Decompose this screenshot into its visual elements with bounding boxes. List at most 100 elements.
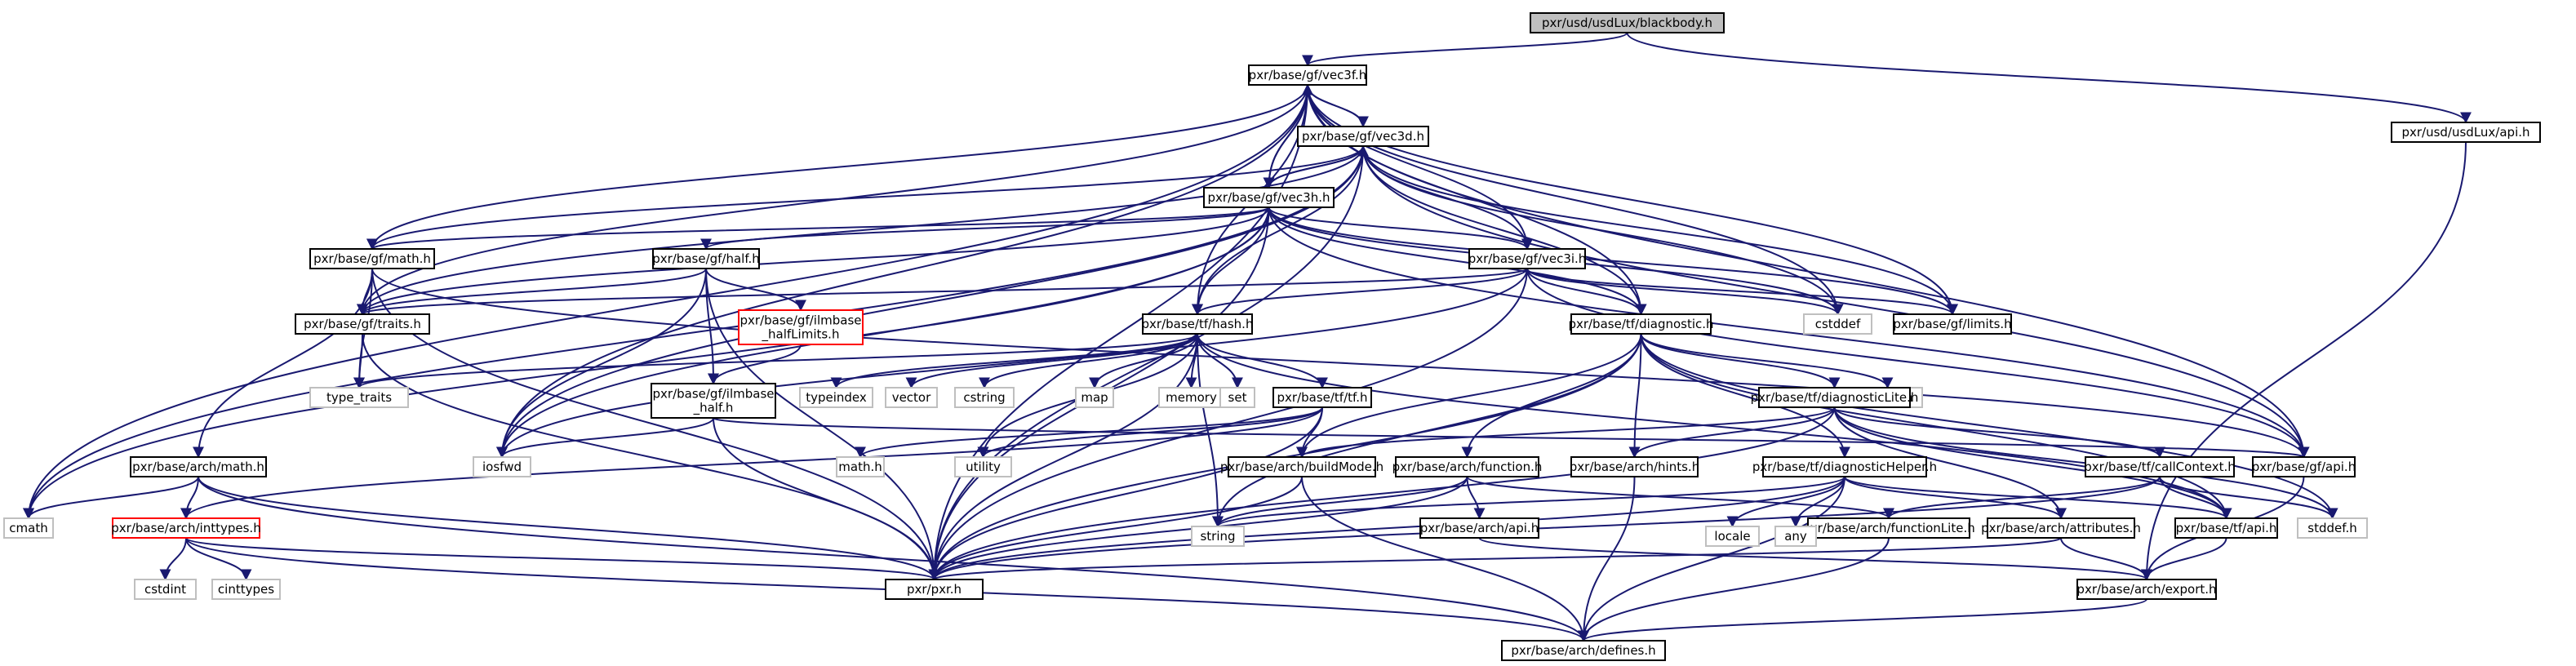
node-label: pxr/base/tf/api.h (2176, 521, 2277, 535)
edge-vec3f-to-cmath (23, 84, 1308, 520)
node-set: set (1219, 387, 1255, 408)
node-map: map (1075, 387, 1114, 408)
node-label: pxr/base/gf/half.h (652, 251, 760, 266)
node-label: iosfwd (482, 460, 522, 474)
node-usdluxapi[interactable]: pxr/usd/usdLux/api.h (2391, 122, 2541, 143)
node-cstdint: cstdint (134, 579, 197, 600)
node-export[interactable]: pxr/base/arch/export.h (2076, 579, 2217, 600)
edge-diaglite-to-hints (1628, 406, 1836, 459)
node-utility: utility (954, 456, 1012, 477)
node-box (954, 456, 1012, 477)
node-box (1248, 64, 1367, 86)
node-cinttypes: cinttypes (211, 579, 281, 600)
node-box (112, 517, 260, 539)
edge-diaghelper-to-attributes (1844, 476, 2067, 520)
node-ilmhalflimits[interactable]: pxr/base/gf/ilmbase_halfLimits.h (738, 309, 864, 345)
node-attributes[interactable]: pxr/base/arch/attributes.h (1981, 517, 2141, 539)
edge-diagnostic-to-diaglite (1640, 333, 1841, 389)
node-buildmode[interactable]: pxr/base/arch/buildMode.h (1220, 456, 1383, 477)
node-label: pxr/base/gf/traits.h (304, 317, 421, 331)
edge-ilmhalf-to-gfapi (713, 417, 2309, 459)
node-box (1774, 526, 1817, 547)
node-gfhalf[interactable]: pxr/base/gf/half.h (652, 248, 760, 269)
node-label: pxr/base/gf/api.h (2252, 460, 2356, 474)
edge-diaghelper-to-locale (1726, 476, 1845, 528)
node-tfhash[interactable]: pxr/base/tf/hash.h (1142, 313, 1254, 335)
edge-vec3i-to-traits (357, 268, 1528, 316)
node-cstddef: cstddef (1803, 313, 1872, 335)
node-cmath: cmath (3, 517, 54, 539)
node-gfapi[interactable]: pxr/base/gf/api.h (2252, 456, 2356, 477)
node-label: pxr/base/arch/export.h (2076, 582, 2216, 597)
node-label: cmath (9, 521, 47, 535)
node-vec3i[interactable]: pxr/base/gf/vec3i.h (1468, 248, 1587, 269)
edge-tftf-to-mathh (855, 406, 1323, 459)
node-archmath[interactable]: pxr/base/arch/math.h (130, 456, 267, 477)
edge-gfhalf-to-traits (357, 268, 707, 316)
node-box (3, 517, 54, 539)
node-label: pxr/base/tf/callContext.h (2084, 460, 2235, 474)
edge-diagnostic-to-stddef (1640, 333, 2338, 520)
node-callcontext[interactable]: pxr/base/tf/callContext.h (2084, 456, 2236, 477)
node-box (309, 248, 435, 269)
node-box (1228, 456, 1376, 477)
edge-blackbody-to-vec3f (1302, 32, 1628, 67)
node-inttypes[interactable]: pxr/base/arch/inttypes.h (111, 517, 261, 539)
node-label: pxr/base/gf/vec3f.h (1249, 68, 1367, 82)
node-label: cstddef (1815, 317, 1861, 331)
edge-attributes-to-export (2060, 537, 2152, 581)
node-label: pxr/base/arch/math.h (132, 460, 264, 474)
node-diaghelper[interactable]: pxr/base/tf/diagnosticHelper.h (1752, 456, 1937, 477)
node-blackbody[interactable]: pxr/usd/usdLux/blackbody.h (1530, 12, 1725, 33)
node-box (1893, 313, 2012, 335)
edge-tfhash-to-typetraits (353, 333, 1198, 389)
node-gfmath[interactable]: pxr/base/gf/math.h (309, 248, 435, 269)
node-box (473, 456, 531, 477)
edge-vec3h-to-gflimits (1268, 206, 1958, 316)
node-box (2174, 517, 2278, 539)
node-diagnostic[interactable]: pxr/base/tf/diagnostic.h (1568, 313, 1714, 335)
edge-tfhash-to-map (1089, 333, 1198, 389)
node-functionlite[interactable]: pxr/base/arch/functionLite.h (1802, 517, 1975, 539)
node-tfapi[interactable]: pxr/base/tf/api.h (2174, 517, 2278, 539)
edge-vec3i-to-cstddef (1526, 268, 1844, 316)
node-gflimits[interactable]: pxr/base/gf/limits.h (1893, 313, 2012, 335)
node-vec3h[interactable]: pxr/base/gf/vec3h.h (1203, 187, 1335, 208)
node-archfunction[interactable]: pxr/base/arch/function.h (1392, 456, 1543, 477)
node-defines[interactable]: pxr/base/arch/defines.h (1501, 640, 1666, 661)
edge-vec3i-to-tfhash (1192, 268, 1528, 316)
node-box (651, 383, 776, 419)
edge-archmath-to-defines (198, 476, 1589, 642)
node-ilmhalf[interactable]: pxr/base/gf/ilmbase_half.h (651, 383, 776, 419)
node-box (1758, 387, 1911, 408)
edge-vec3f-to-gfapi (1307, 84, 2310, 459)
node-box (2297, 517, 2368, 539)
edge-archfunction-to-archapi (1466, 476, 1486, 520)
node-vec3f[interactable]: pxr/base/gf/vec3f.h (1248, 64, 1367, 86)
node-box (1419, 517, 1539, 539)
node-stddef: stddef.h (2297, 517, 2368, 539)
node-traits[interactable]: pxr/base/gf/traits.h (295, 313, 430, 335)
edge-tfhash-to-typeindex (830, 333, 1198, 389)
edge-tfhash-to-cstring (979, 333, 1198, 389)
node-label: pxr/base/arch/api.h (1420, 521, 1539, 535)
edge-vec3h-to-gfhalf (700, 206, 1270, 251)
edge-inttypes-to-cstdint (159, 537, 187, 581)
edge-diaglite-to-tfapi (1833, 406, 2232, 520)
node-box (1468, 248, 1586, 269)
node-hints[interactable]: pxr/base/arch/hints.h (1570, 456, 1699, 477)
edge-tftf-to-inttypes (180, 406, 1323, 520)
edge-vec3i-to-gflimits (1526, 268, 1958, 316)
node-archapi[interactable]: pxr/base/arch/api.h (1419, 517, 1539, 539)
node-pxr[interactable]: pxr/pxr.h (885, 579, 984, 600)
node-box (295, 313, 430, 335)
node-box (652, 248, 760, 269)
node-label: pxr/base/tf/diagnosticHelper.h (1752, 460, 1937, 474)
node-tftf[interactable]: pxr/base/tf/tf.h (1272, 387, 1372, 408)
node-box (2085, 456, 2235, 477)
node-label: pxr/base/tf/hash.h (1142, 317, 1254, 331)
node-diaglite[interactable]: pxr/base/tf/diagnosticLite.h (1751, 387, 1919, 408)
node-box (309, 387, 409, 408)
edge-tfapi-to-export (2141, 537, 2227, 581)
node-vec3d[interactable]: pxr/base/gf/vec3d.h (1297, 126, 1429, 147)
